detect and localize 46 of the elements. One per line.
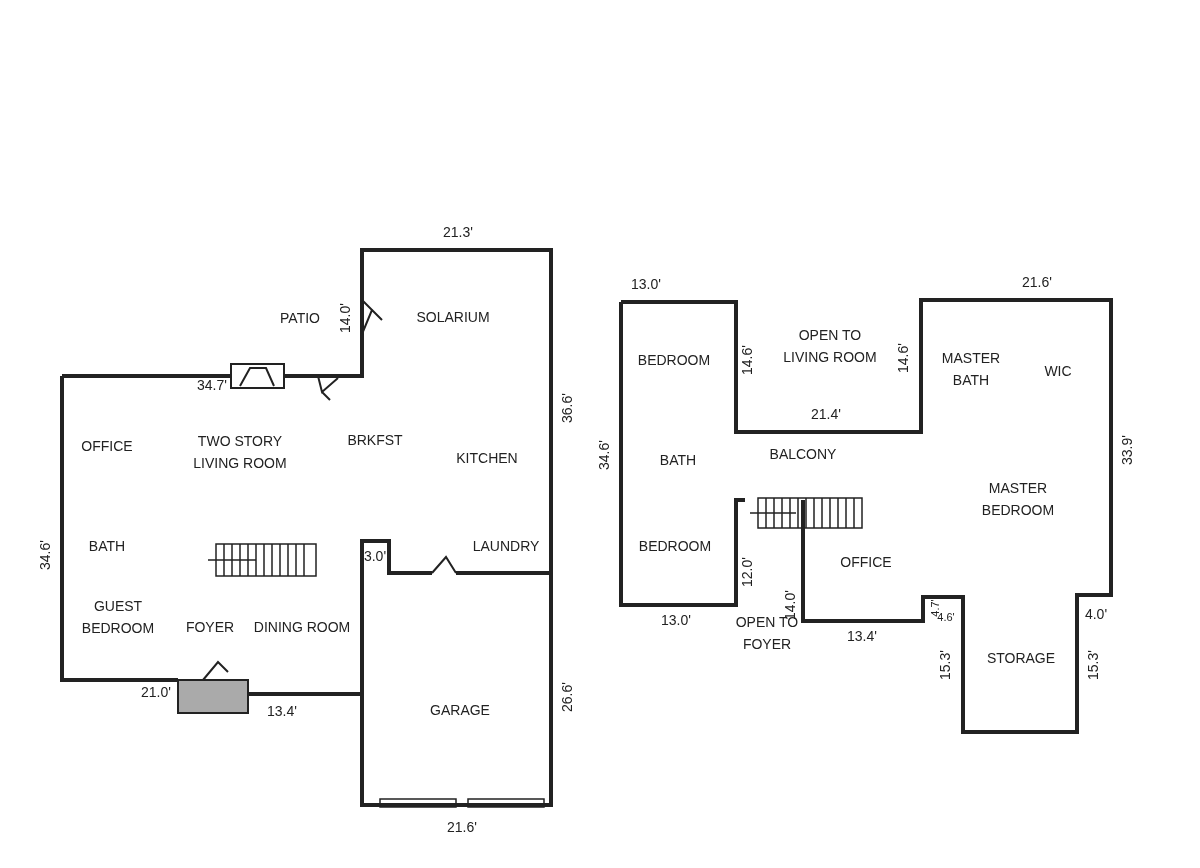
dimension-label: 15.3' (1084, 650, 1102, 680)
room-label: GARAGE (430, 701, 490, 720)
dimension-label: 26.6' (558, 682, 576, 712)
room-label: WIC (1044, 362, 1072, 381)
dimension-label: 15.3' (936, 650, 954, 680)
room-label: BALCONY (769, 445, 837, 464)
dimension-label: 21.0' (141, 683, 171, 702)
room-label: OFFICE (840, 553, 892, 572)
dimension-label: 13.4' (847, 627, 877, 646)
dimension-label: 4.6' (937, 611, 955, 625)
room-label: SOLARIUM (416, 308, 490, 327)
room-label: TWO STORY LIVING ROOM (192, 432, 288, 473)
dimension-label: 13.0' (631, 275, 661, 294)
dimension-label: 14.0' (336, 303, 354, 333)
dimension-label: 14.6' (738, 345, 756, 375)
dimension-label: 21.6' (1022, 273, 1052, 292)
room-label: KITCHEN (456, 449, 518, 468)
room-label: BATH (659, 451, 697, 470)
room-label: OPEN TO LIVING ROOM (782, 326, 878, 367)
room-label: MASTER BEDROOM (980, 479, 1056, 520)
room-label: STORAGE (986, 649, 1056, 668)
room-label: PATIO (280, 309, 320, 328)
dimension-label: 33.9' (1118, 435, 1136, 465)
room-label: MASTER BATH (940, 349, 1002, 390)
dimension-label: 34.6' (36, 540, 54, 570)
room-label: BATH (88, 537, 126, 556)
room-label: FOYER (185, 618, 235, 637)
room-label: BRKFST (347, 431, 403, 450)
dimension-label: 21.6' (447, 818, 477, 837)
dimension-label: 21.3' (443, 223, 473, 242)
room-label: BEDROOM (637, 351, 711, 370)
dimension-label: 13.4' (267, 702, 297, 721)
room-label: BEDROOM (638, 537, 712, 556)
dimension-label: 3.0' (363, 547, 387, 566)
room-label: DINING ROOM (253, 618, 351, 637)
dimension-label: 13.0' (661, 611, 691, 630)
dimension-label: 4.0' (1084, 605, 1108, 624)
dimension-label: 34.6' (595, 440, 613, 470)
dimension-label: 14.6' (894, 343, 912, 373)
dimension-label: 36.6' (558, 393, 576, 423)
dimension-label: 34.7' (197, 376, 227, 395)
room-label: GUEST BEDROOM (80, 597, 156, 638)
dimension-label: 12.0' (738, 557, 756, 587)
room-label: OFFICE (81, 437, 133, 456)
room-label: LAUNDRY (472, 537, 540, 556)
dimension-label: 21.4' (811, 405, 841, 424)
